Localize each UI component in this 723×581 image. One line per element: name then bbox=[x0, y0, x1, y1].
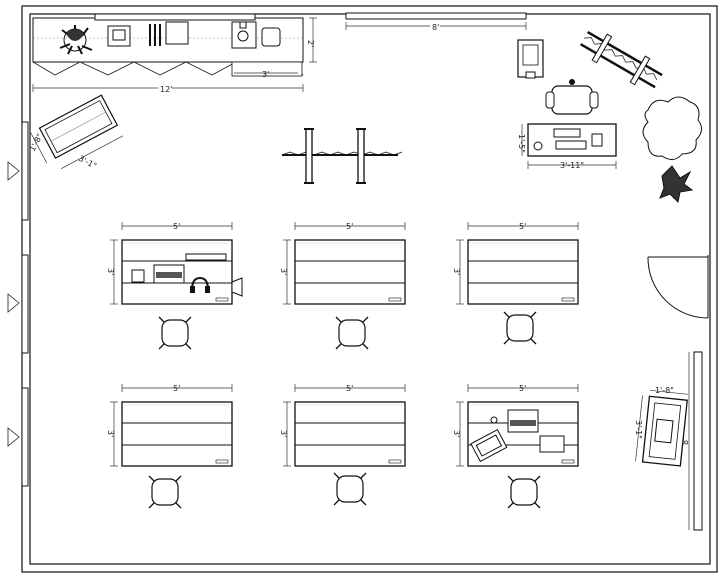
dim-right-table-length: 3'-1" bbox=[634, 420, 643, 439]
dim-desk-6-width: 5' bbox=[519, 384, 526, 393]
plant-icon bbox=[59, 25, 93, 55]
center-display-rack bbox=[281, 128, 403, 184]
dim-right-table-width: 1'-8" bbox=[655, 386, 674, 395]
dim-top-counter-depth: 2' bbox=[306, 40, 315, 47]
dim-desk-1-width: 5' bbox=[173, 222, 180, 231]
dim-desk-2-width: 5' bbox=[346, 222, 353, 231]
binders-icon bbox=[149, 21, 189, 46]
angled-rack-top-right bbox=[580, 30, 663, 89]
student-desk-1: 5' 3' bbox=[106, 222, 233, 305]
tree-icon bbox=[642, 96, 702, 204]
desk-1-equipment bbox=[131, 253, 243, 297]
dim-desk-3-width: 5' bbox=[519, 222, 526, 231]
teacher-chair-icon bbox=[545, 79, 599, 115]
desk-6-equipment bbox=[470, 409, 565, 463]
student-desk-2: 5' 3' bbox=[279, 222, 406, 305]
student-desks: 5' 3' 5' 3' 5' 3' 5' 3' 5' 3' 5' 3' bbox=[106, 222, 579, 467]
printer-icon bbox=[107, 25, 131, 47]
right-table bbox=[635, 389, 688, 467]
teacher-desk: 3'-11" 1'-5" bbox=[517, 123, 617, 170]
dim-sink-width: 3' bbox=[262, 70, 269, 79]
stool-5 bbox=[333, 472, 367, 506]
dim-desk-2-depth: 3' bbox=[279, 268, 288, 275]
dim-top-counter-length: 12' bbox=[160, 85, 172, 94]
stool-4 bbox=[148, 475, 182, 509]
dim-desk-4-width: 5' bbox=[173, 384, 180, 393]
angled-table bbox=[30, 94, 124, 169]
dim-angled-table-length: 3'-1" bbox=[77, 154, 98, 171]
dim-top-wall-rack: 8' bbox=[432, 23, 439, 32]
door bbox=[647, 255, 709, 319]
projector-cart bbox=[517, 39, 544, 79]
sink-icon bbox=[231, 21, 257, 49]
dim-teacher-desk-depth: 1'-5" bbox=[517, 134, 526, 153]
top-wall-rack: 8' bbox=[345, 12, 527, 32]
student-desk-5: 5' 3' bbox=[279, 384, 406, 467]
dim-desk-4-depth: 3' bbox=[106, 430, 115, 437]
dim-desk-3-depth: 3' bbox=[452, 268, 461, 275]
stool-1 bbox=[158, 316, 192, 350]
stool-6 bbox=[507, 475, 541, 509]
stool-2 bbox=[335, 316, 369, 350]
dim-teacher-desk-length: 3'-11" bbox=[560, 161, 584, 170]
left-windows bbox=[7, 121, 29, 487]
dimension-lines-top: 12' 2' 3' bbox=[32, 17, 317, 94]
dim-right-wall-rack: 8' bbox=[681, 438, 690, 445]
dim-desk-5-width: 5' bbox=[346, 384, 353, 393]
right-wall-rack: 8' bbox=[681, 351, 703, 531]
dim-desk-5-depth: 3' bbox=[279, 430, 288, 437]
stools bbox=[148, 311, 541, 509]
stool-3 bbox=[503, 311, 537, 345]
dim-desk-1-depth: 3' bbox=[106, 268, 115, 275]
student-desk-4: 5' 3' bbox=[106, 384, 233, 467]
dim-desk-6-depth: 3' bbox=[452, 430, 461, 437]
student-desk-3: 5' 3' bbox=[452, 222, 579, 305]
top-counter bbox=[32, 13, 304, 77]
